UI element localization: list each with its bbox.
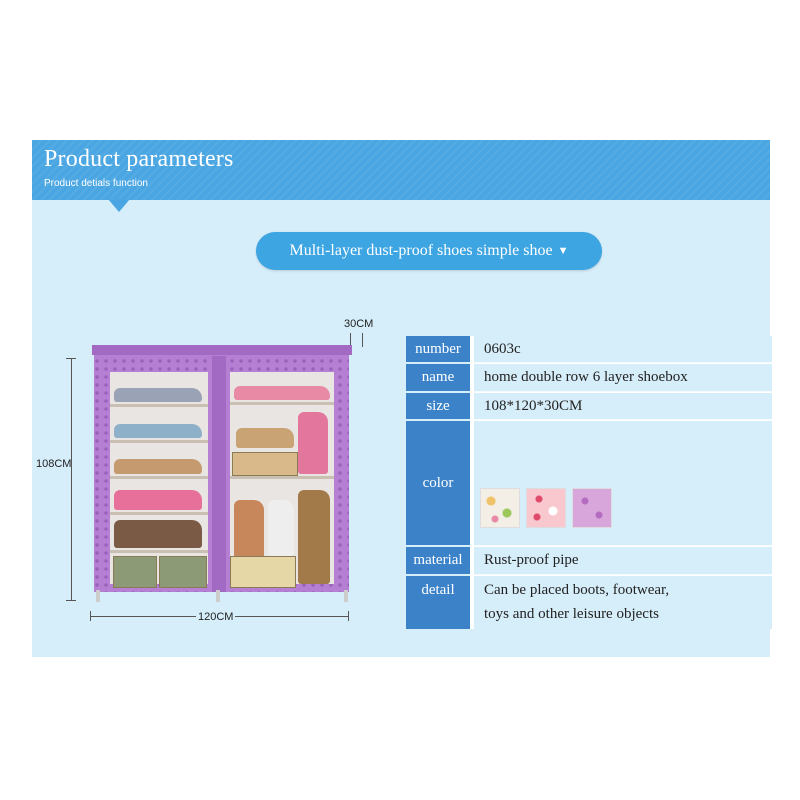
row-divider: [474, 419, 772, 420]
spec-value-size: 108*120*30CM: [474, 393, 772, 419]
height-label: 108CM: [36, 458, 72, 470]
boots: [298, 412, 328, 474]
boots: [234, 500, 264, 558]
product-heading-text: Multi-layer dust-proof shoes simple shoe: [289, 242, 553, 259]
rack-leg: [96, 590, 100, 602]
product-heading-pill: Multi-layer dust-proof shoes simple shoe…: [256, 232, 602, 270]
color-swatch-pink[interactable]: [526, 488, 566, 528]
detail-line: Can be placed boots, footwear,: [484, 582, 670, 598]
row-divider: [406, 362, 470, 364]
page-title: Product parameters: [44, 146, 234, 172]
storage-box: [113, 556, 157, 588]
spec-value-number: 0603c: [474, 336, 772, 362]
shoe-row: [234, 386, 330, 400]
caret-down-icon: ▼: [557, 245, 569, 257]
shoe-row: [114, 520, 202, 548]
spec-label-material: material: [406, 547, 470, 574]
shelf: [110, 404, 208, 407]
shelf: [110, 476, 208, 479]
banner-notch: [108, 199, 130, 212]
width-label: 120CM: [196, 611, 236, 623]
shelf: [230, 476, 334, 479]
row-divider: [406, 574, 470, 576]
shelf: [110, 512, 208, 515]
shoe-row: [114, 424, 202, 438]
color-swatch-purple[interactable]: [572, 488, 612, 528]
height-line: [71, 358, 72, 600]
shelf: [110, 440, 208, 443]
storage-box: [232, 452, 298, 476]
depth-line: [350, 333, 351, 347]
height-tick-top: [66, 358, 76, 359]
row-divider: [406, 419, 470, 421]
shoe-row: [236, 428, 294, 448]
shoe-row: [114, 459, 202, 474]
row-divider: [474, 574, 772, 575]
storage-box: [230, 556, 296, 588]
boots: [298, 490, 330, 584]
depth-line-2: [362, 333, 363, 347]
depth-label: 30CM: [344, 318, 374, 330]
spec-label-color: color: [406, 421, 470, 545]
header-banner: [32, 140, 770, 200]
shoe-row: [114, 490, 202, 510]
boots: [268, 500, 294, 556]
width-tick-right: [348, 611, 349, 621]
height-tick-bottom: [66, 600, 76, 601]
row-divider: [406, 391, 470, 393]
rack-leg: [216, 590, 220, 602]
shelf: [110, 550, 208, 553]
shelf: [230, 402, 334, 405]
rack-leg: [344, 590, 348, 602]
shoe-row: [114, 388, 202, 402]
spec-label-detail: detail: [406, 576, 470, 629]
spec-label-name: name: [406, 364, 470, 391]
row-divider: [474, 362, 772, 363]
rack-center-divider: [212, 356, 226, 592]
row-divider: [474, 391, 772, 392]
spec-value-detail: Can be placed boots, footwear, toys and …: [474, 576, 772, 629]
row-divider: [474, 545, 772, 546]
spec-value-material: Rust-proof pipe: [474, 547, 772, 574]
spec-value-color: [474, 421, 772, 545]
spec-label-size: size: [406, 393, 470, 419]
rack-top: [92, 345, 352, 355]
page-subtitle: Product detials function: [44, 178, 148, 189]
storage-box: [159, 556, 207, 588]
width-tick-left: [90, 611, 91, 621]
spec-value-name: home double row 6 layer shoebox: [474, 364, 772, 391]
spec-label-number: number: [406, 336, 470, 362]
row-divider: [406, 545, 470, 547]
detail-line: toys and other leisure objects: [484, 606, 659, 622]
color-swatch-cream[interactable]: [480, 488, 520, 528]
